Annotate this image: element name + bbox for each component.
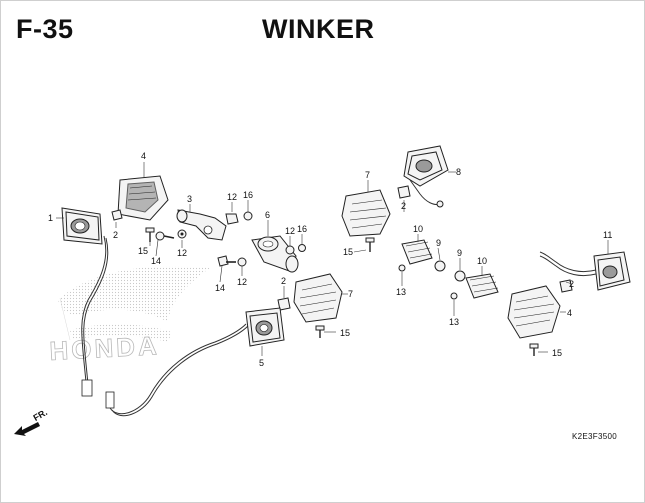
callout-15: 15 (340, 328, 350, 338)
clip (111, 209, 123, 221)
callout-14: 14 (151, 256, 161, 266)
callout-15: 15 (552, 348, 562, 358)
bulb-socket-lower (454, 270, 499, 299)
callout-2: 2 (569, 279, 574, 289)
wire-connector (81, 379, 93, 397)
callout-2: 2 (281, 276, 286, 286)
winker-housing-cover-right-lower (507, 285, 561, 339)
callout-13: 13 (449, 317, 459, 327)
callout-11: 11 (603, 230, 612, 240)
callout-16: 16 (243, 190, 253, 200)
fastener-group-left (145, 211, 253, 242)
bulb (450, 292, 458, 300)
fastener-group-center (217, 244, 306, 267)
right-front-winker-assembly (403, 145, 449, 208)
front-direction-arrow-icon (14, 422, 40, 436)
bulb (398, 264, 406, 272)
callout-3: 3 (187, 194, 192, 204)
callout-1: 1 (48, 213, 53, 223)
clip (277, 297, 291, 311)
callout-9: 9 (457, 248, 462, 258)
section-title: WINKER (262, 14, 375, 44)
callout-12: 12 (177, 248, 187, 258)
catalog-code: K2E3F3500 (572, 432, 617, 441)
callout-13: 13 (396, 287, 406, 297)
callout-5: 5 (259, 358, 264, 368)
callout-2: 2 (401, 201, 406, 211)
callout-10: 10 (413, 224, 423, 234)
bulb-socket-upper (401, 239, 446, 272)
callout-16: 16 (297, 224, 307, 234)
winker-socket-stay (251, 235, 299, 273)
winker-housing-cover-right (341, 189, 391, 237)
callout-4: 4 (141, 151, 146, 161)
wire-connector (105, 391, 115, 409)
section-code: F-35 (16, 14, 74, 44)
leader-lines (56, 162, 609, 356)
callout-6: 6 (265, 210, 270, 220)
callout-8: 8 (456, 167, 461, 177)
callout-10: 10 (477, 256, 487, 266)
callout-9: 9 (436, 238, 441, 248)
callout-4: 4 (567, 308, 572, 318)
callout-12: 12 (227, 192, 237, 202)
callout-numbers: 1 2 3 4 5 6 7 7 8 9 9 10 10 11 12 12 12 … (48, 151, 612, 368)
winker-stay (176, 209, 227, 241)
winker-housing-lower (293, 273, 343, 323)
callout-15: 15 (343, 247, 353, 257)
clip (397, 185, 411, 199)
right-rear-winker-assembly (539, 251, 631, 291)
callout-7: 7 (348, 289, 353, 299)
callout-7: 7 (365, 170, 370, 180)
callout-14: 14 (215, 283, 225, 293)
callout-15: 15 (138, 246, 148, 256)
callout-12: 12 (285, 226, 295, 236)
callout-12: 12 (237, 277, 247, 287)
callout-2: 2 (113, 230, 118, 240)
honda-wing-logo-icon (58, 266, 210, 342)
rear-winker-assembly (245, 307, 285, 347)
winker-housing-cover (117, 175, 169, 221)
honda-watermark-text: HONDA (49, 330, 161, 366)
left-winker-assembly (61, 207, 103, 245)
